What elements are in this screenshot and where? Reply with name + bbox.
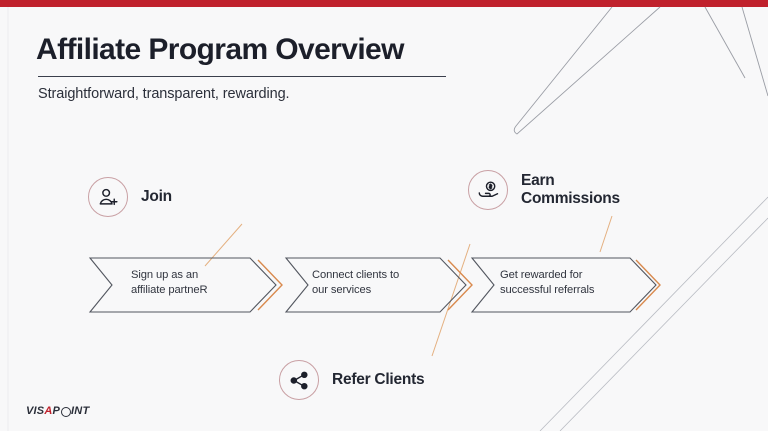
header-block: Affiliate Program Overview Straightforwa… xyxy=(36,33,466,102)
node-circle-earn xyxy=(468,170,508,210)
step-node-earn[interactable]: Earn Commissions xyxy=(468,170,620,210)
accent-top-bar xyxy=(0,0,768,7)
logo-text-part2: P xyxy=(52,405,61,417)
logo-accent-letter: A xyxy=(44,405,53,417)
node-circle-join xyxy=(88,177,128,217)
step-node-label-refer: Refer Clients xyxy=(332,371,425,389)
step-text-1: Sign up as an affiliate partneR xyxy=(131,269,208,297)
process-chevron-band xyxy=(88,257,661,313)
step-node-label-earn: Earn Commissions xyxy=(521,172,620,207)
title-divider xyxy=(38,75,446,77)
step-text-2: Connect clients to our services xyxy=(312,269,400,297)
step-node-label-join: Join xyxy=(141,188,172,206)
logo-o-ring-icon xyxy=(60,406,71,417)
page-title: Affiliate Program Overview xyxy=(36,33,404,66)
step-node-join[interactable]: Join xyxy=(88,177,172,217)
step-text-3: Get rewarded for successful referrals xyxy=(500,269,595,297)
logo-text-part3: INT xyxy=(71,405,90,417)
chevron-box-2 xyxy=(284,257,467,313)
user-plus-icon xyxy=(99,188,118,206)
logo-text-part1: VIS xyxy=(26,405,45,417)
hand-coin-icon xyxy=(478,180,498,197)
share-network-icon xyxy=(290,371,308,389)
chevron-arrow-3 xyxy=(635,259,661,311)
chevron-arrow-2 xyxy=(447,259,473,311)
chevron-box-3 xyxy=(470,257,657,313)
step-node-refer[interactable]: Refer Clients xyxy=(279,360,425,400)
node-circle-refer xyxy=(279,360,319,400)
chevron-box-1 xyxy=(88,257,277,313)
page-subtitle: Straightforward, transparent, rewarding. xyxy=(38,85,290,102)
chevron-arrow-1 xyxy=(257,259,283,311)
